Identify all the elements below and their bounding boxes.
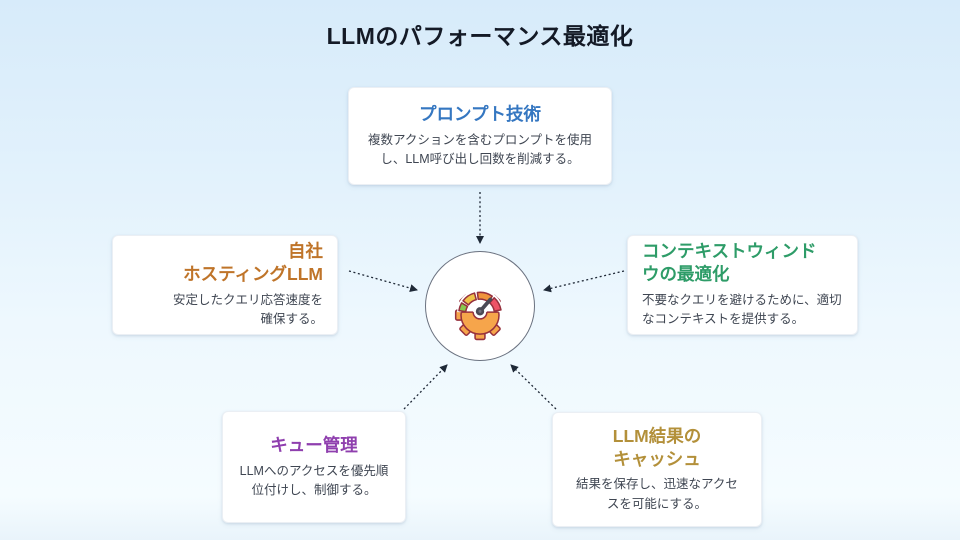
performance-gauge-gear-icon bbox=[454, 289, 503, 341]
center-hub-circle bbox=[425, 251, 535, 361]
gauge-segment-red bbox=[488, 297, 502, 312]
node-llm-result-cache: LLM結果の キャッシュ 結果を保存し、迅速なアクセ スを可能にする。 bbox=[552, 412, 762, 527]
node-description: 結果を保存し、迅速なアクセ スを可能にする。 bbox=[576, 477, 738, 511]
gauge-needle bbox=[475, 297, 493, 316]
node-prompt-techniques: プロンプト技術 複数アクションを含むプロンプトを使用 し、LLM呼び出し回数を削… bbox=[348, 87, 612, 185]
node-title: コンテキストウィンド ウの最適化 bbox=[642, 241, 817, 285]
node-title: キュー管理 bbox=[270, 434, 358, 455]
gauge-segment-green bbox=[458, 302, 469, 313]
node-description: LLMへのアクセスを優先順 位付けし、制御する。 bbox=[239, 463, 389, 497]
node-description: 複数アクションを含むプロンプトを使用 し、LLM呼び出し回数を削減する。 bbox=[367, 132, 592, 166]
arrow-bottomleft-to-center bbox=[403, 364, 448, 410]
node-title: プロンプト技術 bbox=[419, 103, 541, 124]
node-title: LLM結果の キャッシュ bbox=[612, 425, 702, 469]
arrow-bottomright-to-center bbox=[510, 364, 557, 410]
node-queue-management: キュー管理 LLMへのアクセスを優先順 位付けし、制御する。 bbox=[222, 411, 406, 523]
arrow-left-to-center bbox=[348, 270, 418, 292]
page-title: LLMのパフォーマンス最適化 bbox=[326, 23, 634, 49]
node-description: 不要なクエリを避けるために、適切 なコンテキストを提供する。 bbox=[642, 292, 842, 327]
node-self-hosted-llm: 自社 ホスティングLLM 安定したクエリ応答速度を 確保する。 bbox=[112, 235, 338, 335]
node-context-window-optimization: コンテキストウィンド ウの最適化 不要なクエリを避けるために、適切 なコンテキス… bbox=[627, 235, 858, 335]
node-title: 自社 ホスティングLLM bbox=[183, 241, 323, 285]
arrow-right-to-center bbox=[543, 270, 625, 293]
node-description: 安定したクエリ応答速度を 確保する。 bbox=[172, 292, 323, 327]
gauge-segment-yellow bbox=[462, 292, 478, 306]
